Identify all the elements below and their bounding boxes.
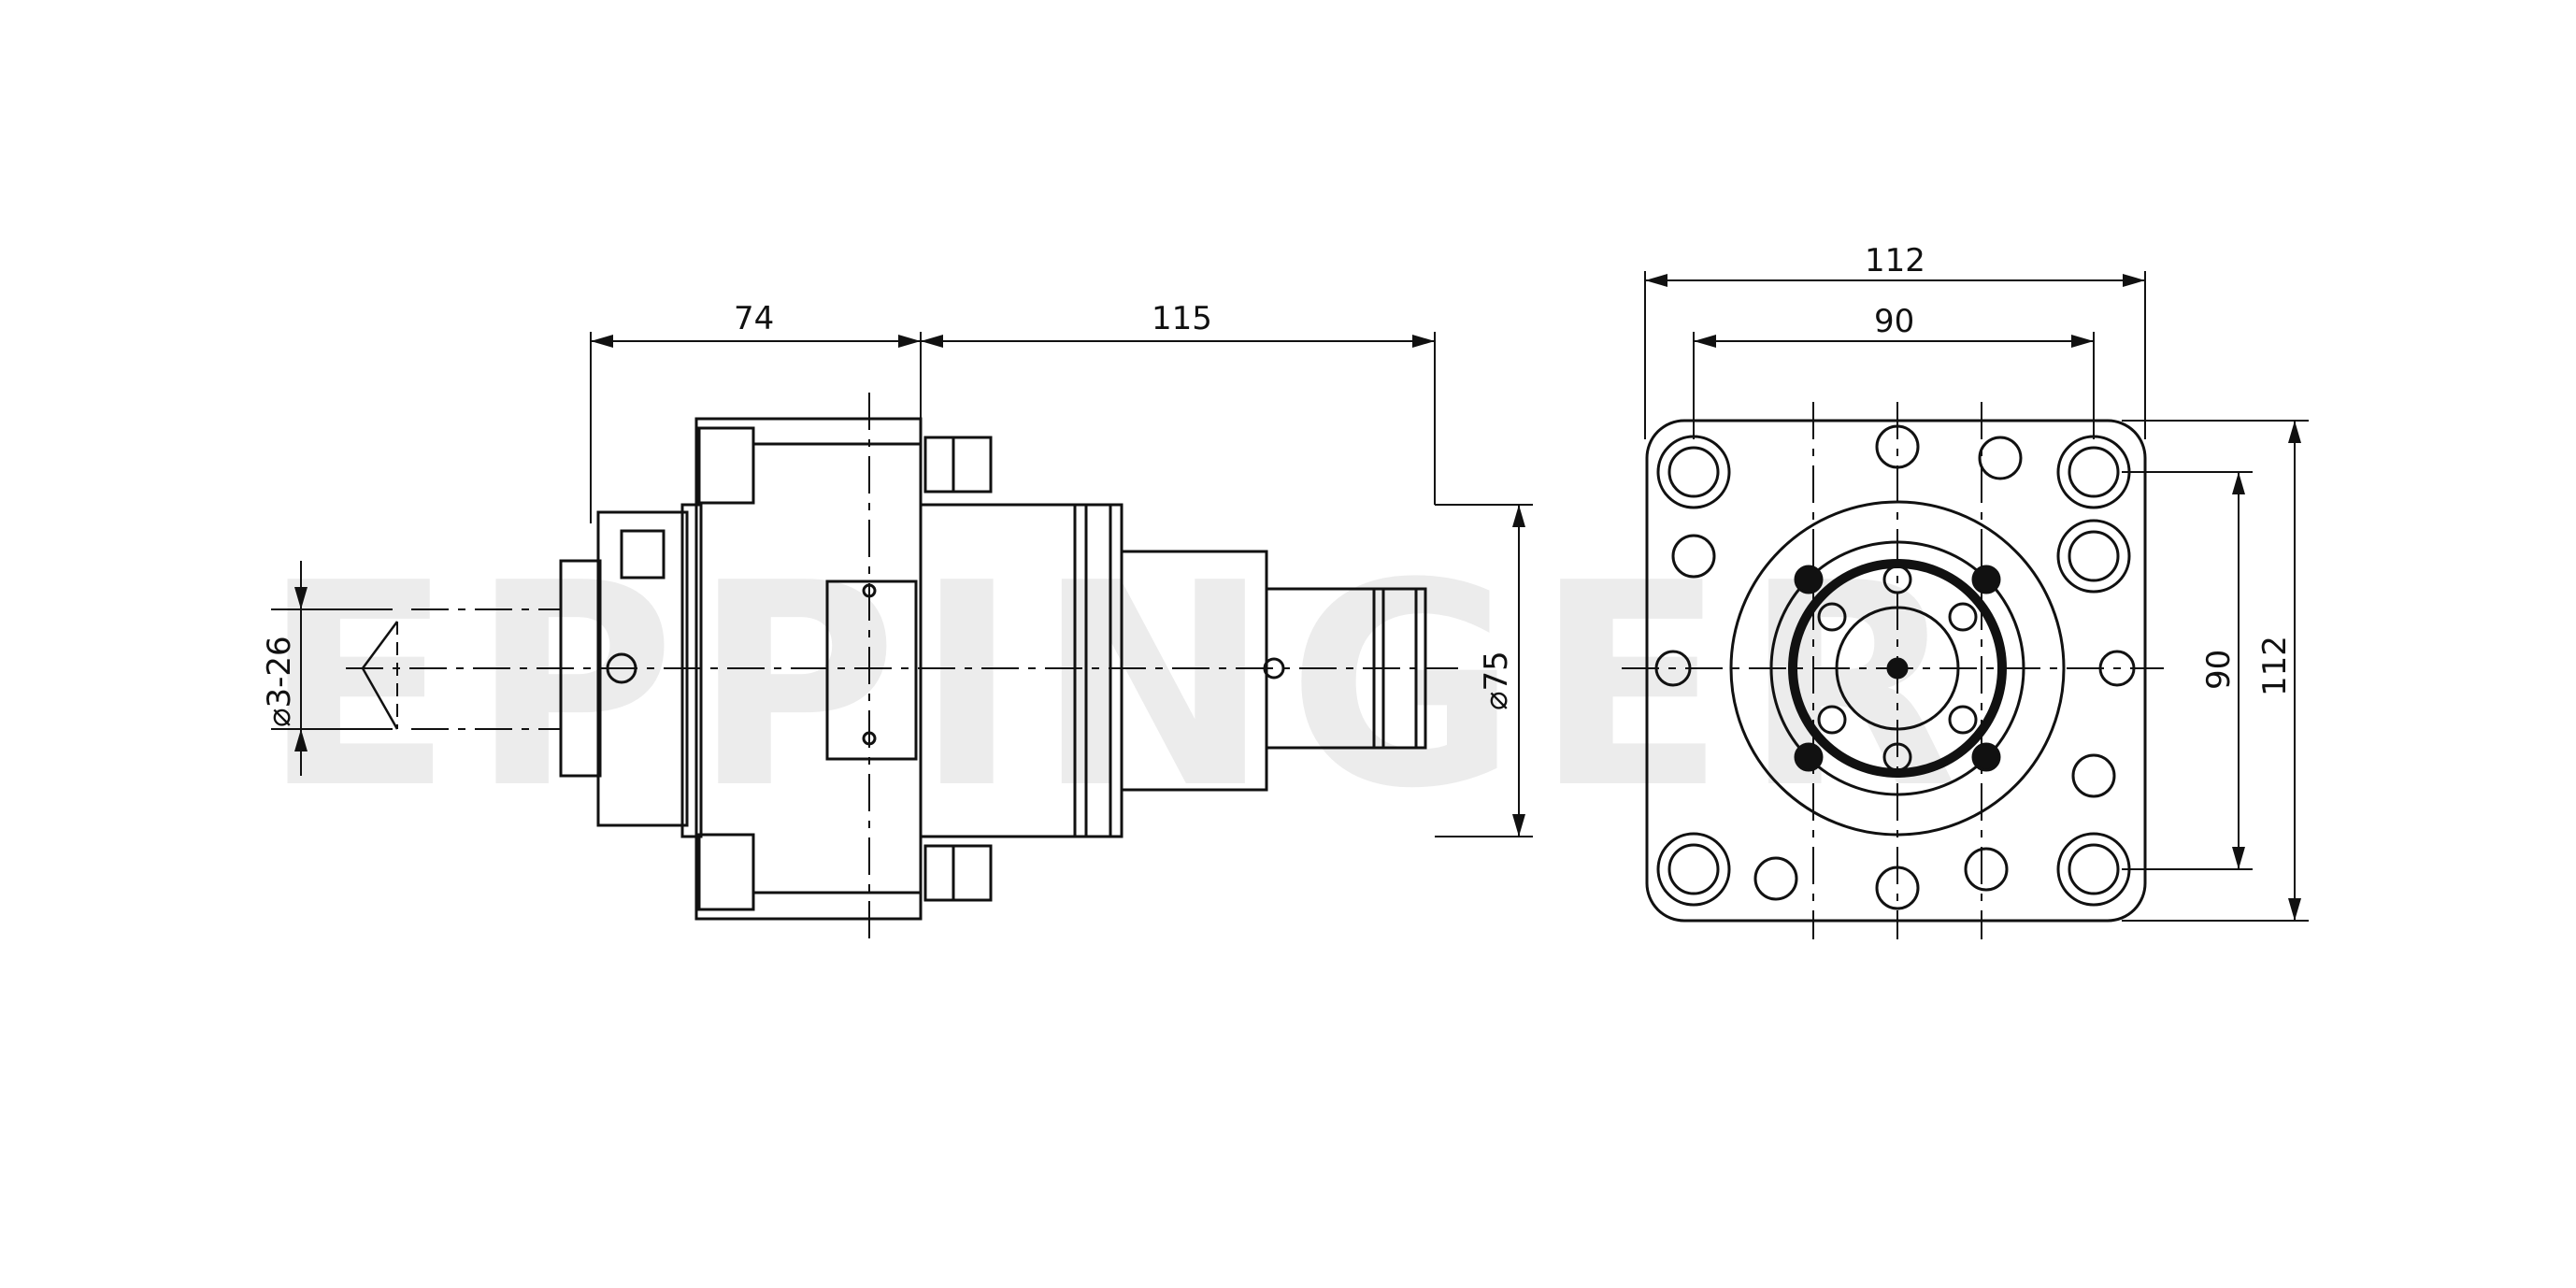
front-housing [1645,419,2147,923]
watermark-logo-text: EPPINGER [262,523,1976,850]
clamp-block-bottom [697,833,755,911]
bolt-br [2056,832,2131,907]
dim-height-outer: 112 [2256,636,2294,696]
collet-slots [1817,565,1978,772]
bolt-r2 [2056,519,2131,594]
dim-length-left: 74 [734,300,774,337]
center-plate [825,580,918,761]
side-dimension-arrows [294,335,1525,837]
dim-width-outer: 112 [1865,242,1925,279]
front-dimension-arrows [1645,274,2301,921]
corner-bolts [1656,435,2131,907]
bolt-bottom [923,844,993,902]
dim-length-right: 115 [1152,300,1212,337]
coolant-port [620,529,665,580]
bolt-top [923,436,993,494]
dim-height-inner: 90 [2200,650,2238,690]
front-centerlines [1622,402,2164,939]
dim-diameter-range: ⌀3-26 [261,636,298,727]
front-dimension-lines [1644,271,2309,922]
dim-diameter-body: ⌀75 [1478,651,1515,710]
bolt-tr [2056,435,2131,509]
dim-width-inner: 90 [1874,303,1914,340]
clamp-block-top [697,426,755,505]
bolt-tl [1656,435,1731,509]
collet-holes [1794,565,2001,772]
side-centerline [346,393,1458,944]
housing-flange [680,503,703,838]
bolt-bl [1656,832,1731,907]
